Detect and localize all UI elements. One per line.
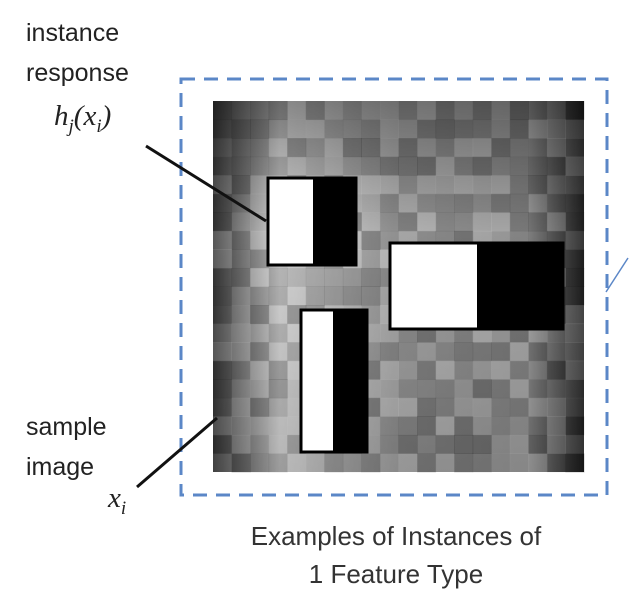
caption-line1: Examples of Instances of [250, 521, 542, 551]
feature-top [266, 176, 358, 267]
instance-response-label-line1: instance [26, 19, 120, 47]
sample-connector [136, 416, 218, 489]
h-open: (x [73, 100, 97, 132]
dashed-frame [179, 77, 609, 497]
h-symbol: h [54, 100, 69, 132]
h-close: ) [101, 100, 112, 132]
caption-line2: 1 Feature Type [308, 559, 484, 589]
instance-response-label-line2: response [26, 59, 129, 87]
feature-right [388, 241, 565, 331]
h-sub: j [68, 115, 74, 137]
x-symbol: x [108, 482, 121, 514]
x-sub: i [120, 497, 127, 519]
right-edge-connector [605, 257, 629, 293]
h-j-of-x-i-label: hj(xi) [54, 100, 111, 138]
feature-bottom [299, 308, 369, 454]
sample-image-label-line2: image [26, 453, 95, 481]
sample-image-label-line1: sample [26, 413, 107, 441]
x-i-label: xi [108, 482, 126, 520]
response-connector [145, 144, 267, 223]
h-inner-sub: i [96, 115, 102, 137]
